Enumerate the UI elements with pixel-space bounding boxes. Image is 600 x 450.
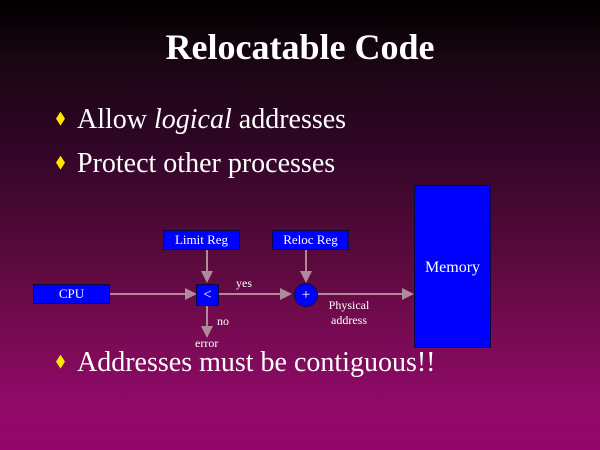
bullet-contiguous: Addresses must be contiguous!! — [56, 347, 436, 379]
compare-box: < — [196, 284, 219, 306]
bullet-text-emphasis: logical — [154, 104, 232, 135]
yes-label: yes — [236, 276, 252, 290]
physical-address-label: Physical address — [320, 298, 378, 328]
no-label: no — [217, 314, 229, 328]
slide-title: Relocatable Code — [165, 27, 435, 67]
limit-reg-box: Limit Reg — [163, 230, 240, 250]
bullet-text: Addresses must be contiguous!! — [77, 347, 436, 378]
add-node: + — [294, 283, 318, 307]
bullet-logical-addresses: Allow logical addresses — [56, 104, 346, 136]
bullet-text-post: addresses — [231, 104, 347, 135]
bullet-text: Protect other processes — [77, 148, 336, 179]
memory-box: Memory — [414, 185, 491, 348]
cpu-box: CPU — [33, 284, 110, 304]
bullet-text-pre: Allow — [77, 104, 154, 135]
error-label: error — [195, 336, 219, 350]
physical-label-line1: Physical — [328, 298, 370, 312]
diamond-bullet-icon — [56, 354, 65, 369]
diamond-bullet-icon — [56, 111, 65, 126]
bullet-protect-processes: Protect other processes — [56, 148, 335, 180]
reloc-reg-box: Reloc Reg — [272, 230, 349, 250]
diamond-bullet-icon — [56, 155, 65, 170]
physical-label-line2: address — [331, 313, 367, 327]
